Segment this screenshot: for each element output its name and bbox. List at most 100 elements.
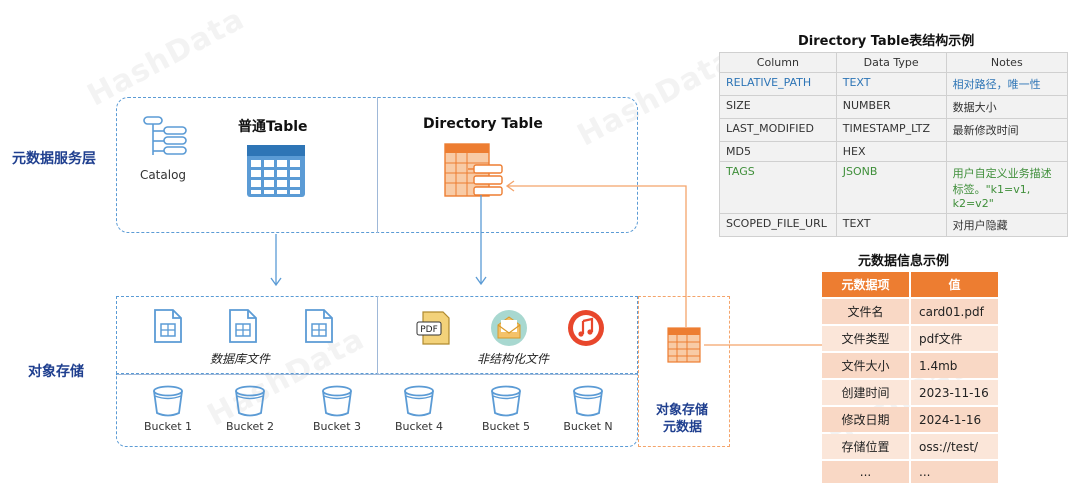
cell-type: NUMBER bbox=[835, 95, 947, 119]
cell-column: SIZE bbox=[719, 95, 837, 119]
table-header-row: Column Data Type Notes bbox=[719, 52, 1069, 73]
cell-type: HEX bbox=[835, 141, 947, 162]
cell-notes: 对用户隐藏 bbox=[945, 213, 1069, 237]
bucket-label: Bucket 3 bbox=[312, 420, 362, 433]
bucket-icon bbox=[404, 385, 434, 417]
normal-table-down-arrow bbox=[270, 234, 282, 292]
meta-value: pdf文件 bbox=[909, 326, 998, 351]
cell-type: JSONB bbox=[835, 161, 947, 214]
directory-table-title: Directory Table bbox=[423, 116, 543, 132]
cell-column: MD5 bbox=[719, 141, 837, 162]
object-metadata-label-line2: 元数据 bbox=[663, 420, 703, 435]
directory-table-down-arrow bbox=[475, 195, 487, 291]
cell-column: SCOPED_FILE_URL bbox=[719, 213, 837, 237]
meta-value: ... bbox=[909, 461, 998, 483]
database-file-icon bbox=[228, 308, 258, 348]
table-header-row: 元数据项 值 bbox=[822, 272, 998, 297]
table-row: SCOPED_FILE_URL TEXT 对用户隐藏 bbox=[719, 213, 1069, 237]
cell-type: TIMESTAMP_LTZ bbox=[835, 118, 947, 142]
meta-key: 文件名 bbox=[822, 299, 909, 324]
metadata-example-title: 元数据信息示例 bbox=[858, 254, 950, 269]
cell-column: TAGS bbox=[719, 161, 837, 214]
table-row: MD5 HEX bbox=[719, 141, 1069, 162]
cell-column: LAST_MODIFIED bbox=[719, 118, 837, 142]
email-file-icon bbox=[490, 309, 528, 351]
table-row: LAST_MODIFIED TIMESTAMP_LTZ 最新修改时间 bbox=[719, 118, 1069, 142]
meta-key: 创建时间 bbox=[822, 380, 909, 405]
cell-type: TEXT bbox=[835, 72, 947, 96]
bucket-item: Bucket 5 bbox=[476, 384, 536, 433]
bucket-icon bbox=[573, 385, 603, 417]
bucket-icon bbox=[322, 385, 352, 417]
table-row: SIZE NUMBER 数据大小 bbox=[719, 95, 1069, 119]
table-row: RELATIVE_PATH TEXT 相对路径，唯一性 bbox=[719, 72, 1069, 96]
database-file-icon bbox=[304, 308, 334, 348]
meta-value: 2024-1-16 bbox=[909, 407, 998, 432]
database-file-icon bbox=[153, 308, 183, 348]
normal-table-icon bbox=[246, 144, 306, 202]
bucket-label: Bucket 5 bbox=[481, 420, 531, 433]
cell-notes: 用户自定义业务描述标签。"k1=v1, k2=v2" bbox=[945, 161, 1069, 214]
bucket-icon bbox=[235, 385, 265, 417]
column-header: Data Type bbox=[835, 52, 947, 73]
bucket-item: Bucket 2 bbox=[220, 384, 280, 433]
directory-schema-table: Column Data Type Notes RELATIVE_PATH TEX… bbox=[719, 52, 1069, 237]
meta-key: 修改日期 bbox=[822, 407, 909, 432]
bucket-label: Bucket 1 bbox=[143, 420, 193, 433]
files-bucket-divider bbox=[116, 374, 638, 375]
column-header: 元数据项 bbox=[822, 272, 909, 297]
meta-key: ... bbox=[822, 461, 909, 483]
bucket-label: Bucket 4 bbox=[394, 420, 444, 433]
object-metadata-label-line1: 对象存储 bbox=[656, 403, 709, 418]
metadata-service-layer-label: 元数据服务层 bbox=[12, 151, 96, 167]
cell-type: TEXT bbox=[835, 213, 947, 237]
meta-value: 1.4mb bbox=[909, 353, 998, 378]
table-row: TAGS JSONB 用户自定义业务描述标签。"k1=v1, k2=v2" bbox=[719, 161, 1069, 214]
meta-value: oss://test/ bbox=[909, 434, 998, 459]
cell-notes: 最新修改时间 bbox=[945, 118, 1069, 142]
directory-table-icon bbox=[444, 143, 506, 203]
bucket-label: Bucket 2 bbox=[225, 420, 275, 433]
metadata-service-divider bbox=[377, 97, 378, 233]
unstructured-files-label: 非结构化文件 bbox=[476, 352, 549, 366]
meta-value: 2023-11-16 bbox=[909, 380, 998, 405]
bucket-item: Bucket 3 bbox=[307, 384, 367, 433]
column-header: Column bbox=[719, 52, 837, 73]
bucket-item: Bucket N bbox=[558, 384, 618, 433]
cell-column: RELATIVE_PATH bbox=[719, 72, 837, 96]
cell-notes: 相对路径，唯一性 bbox=[945, 72, 1069, 96]
music-file-icon bbox=[567, 309, 605, 351]
object-metadata-icon bbox=[667, 327, 701, 367]
bucket-icon bbox=[491, 385, 521, 417]
meta-key: 文件类型 bbox=[822, 326, 909, 351]
catalog-icon bbox=[140, 115, 190, 163]
meta-key: 存储位置 bbox=[822, 434, 909, 459]
meta-value: card01.pdf bbox=[909, 299, 998, 324]
column-header: Notes bbox=[945, 52, 1069, 73]
catalog-label: Catalog bbox=[139, 168, 187, 182]
bucket-icon bbox=[153, 385, 183, 417]
pdf-icon-text: PDF bbox=[420, 325, 438, 335]
cell-notes: 数据大小 bbox=[945, 95, 1069, 119]
table-row: ...... bbox=[822, 461, 998, 483]
directory-schema-title: Directory Table表结构示例 bbox=[798, 34, 975, 49]
database-files-label: 数据库文件 bbox=[209, 352, 270, 366]
bucket-label: Bucket N bbox=[563, 420, 613, 433]
bucket-item: Bucket 4 bbox=[389, 384, 449, 433]
meta-key: 文件大小 bbox=[822, 353, 909, 378]
bucket-item: Bucket 1 bbox=[138, 384, 198, 433]
column-header: 值 bbox=[909, 272, 998, 297]
cell-notes bbox=[945, 141, 1069, 162]
buckets-box bbox=[116, 374, 638, 447]
normal-table-title: 普通Table bbox=[238, 119, 308, 135]
object-metadata-box bbox=[638, 296, 730, 447]
object-storage-layer-label: 对象存储 bbox=[28, 364, 84, 380]
